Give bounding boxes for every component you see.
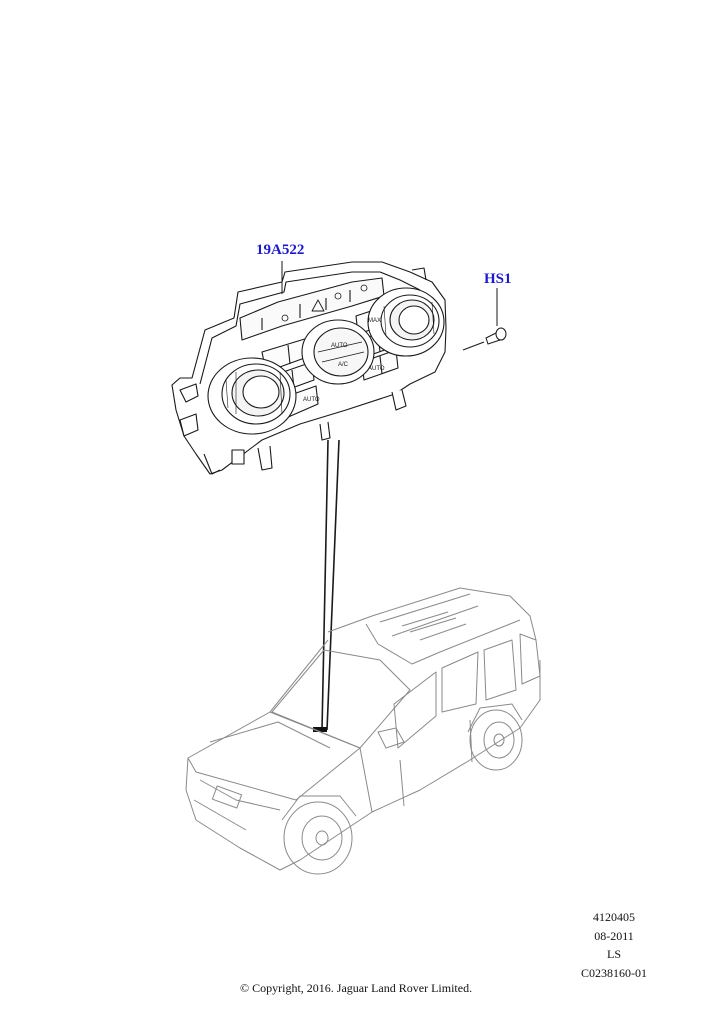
panel-label-ac: A/C (338, 362, 349, 368)
model-code: LS (606, 947, 621, 961)
panel-label-auto-center: AUTO (331, 343, 348, 349)
screw-hs1[interactable] (462, 288, 507, 351)
right-temperature-knob[interactable] (367, 287, 445, 357)
illustration-number: 4120405 (593, 910, 635, 924)
location-leader (321, 439, 340, 731)
center-fan-knob[interactable] (301, 319, 375, 385)
illustration-date: 08-2011 (594, 928, 634, 943)
climate-control-panel[interactable] (171, 261, 447, 475)
left-temperature-knob[interactable] (207, 357, 297, 435)
catalogue-code: C0238160-01 (581, 965, 647, 980)
panel-label-auto-right: AUTO (368, 366, 385, 372)
callout-19a522[interactable]: 19A522 (256, 242, 305, 258)
location-marker (313, 727, 327, 732)
panel-label-auto-left: AUTO (303, 397, 320, 403)
reference-block: 4120405 08-2011 LS C0238160-01 (581, 908, 647, 982)
vehicle-outline (185, 587, 541, 875)
callout-hs1[interactable]: HS1 (484, 271, 512, 287)
copyright-notice: © Copyright, 2016. Jaguar Land Rover Lim… (240, 981, 473, 995)
panel-label-max: MAX (368, 318, 381, 324)
